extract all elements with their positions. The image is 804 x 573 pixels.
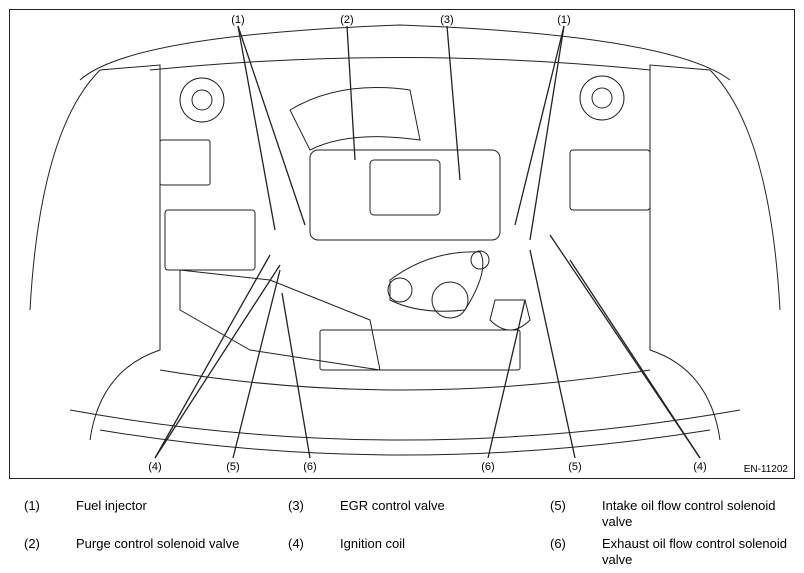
right-fender bbox=[649, 64, 781, 441]
callout-bottom-5: (5) bbox=[568, 461, 582, 473]
callout-top-4: (1) bbox=[557, 14, 571, 26]
left-fender bbox=[29, 64, 161, 441]
fuse-box bbox=[159, 139, 211, 186]
legend-label: Purge control solenoid valve bbox=[76, 536, 240, 551]
callout-top-3: (3) bbox=[440, 14, 454, 26]
legend-item: (5) Intake oil flow control solenoid val… bbox=[526, 498, 804, 530]
pulley-idler bbox=[470, 250, 490, 270]
drive-belt bbox=[389, 251, 484, 312]
engine-bay-drawing bbox=[29, 24, 781, 459]
left-strut-tower bbox=[179, 77, 225, 123]
callout-bottom-6: (4) bbox=[693, 461, 707, 473]
legend-number: (3) bbox=[288, 498, 304, 513]
callout-top-2: (2) bbox=[340, 14, 354, 26]
legend-label: Intake oil flow control solenoid valve bbox=[602, 498, 776, 529]
legend-item: (3) EGR control valve bbox=[264, 498, 530, 514]
legend-number: (5) bbox=[550, 498, 566, 513]
air-intake-snorkel bbox=[179, 269, 381, 371]
callout-bottom-3: (6) bbox=[303, 461, 317, 473]
alternator bbox=[431, 281, 469, 319]
callout-bottom-4: (6) bbox=[481, 461, 495, 473]
legend-number: (6) bbox=[550, 536, 566, 551]
legend-label: EGR control valve bbox=[340, 498, 445, 513]
right-strut-tower-inner bbox=[591, 87, 613, 109]
battery bbox=[569, 149, 651, 211]
callout-top-1: (1) bbox=[231, 14, 245, 26]
legend-label: Fuel injector bbox=[76, 498, 147, 513]
legend: (1) Fuel injector (2) Purge control sole… bbox=[0, 490, 804, 573]
legend-label: Ignition coil bbox=[340, 536, 406, 551]
legend-number: (1) bbox=[24, 498, 40, 513]
engine-cover bbox=[309, 149, 501, 241]
legend-label: Exhaust oil flow control solenoid valve bbox=[602, 536, 787, 567]
coolant-reservoir bbox=[489, 299, 531, 331]
figure-code: EN-11202 bbox=[743, 464, 788, 475]
hood-outline bbox=[79, 24, 731, 81]
left-strut-tower-inner bbox=[191, 89, 213, 111]
front-bumper-inner bbox=[99, 429, 711, 456]
front-bumper bbox=[69, 409, 741, 441]
callout-bottom-1: (4) bbox=[148, 461, 162, 473]
legend-number: (4) bbox=[288, 536, 304, 551]
pulley-crank bbox=[387, 277, 413, 303]
right-strut-tower bbox=[579, 75, 625, 121]
callout-bottom-2: (5) bbox=[226, 461, 240, 473]
radiator bbox=[319, 329, 521, 371]
legend-item: (6) Exhaust oil flow control solenoid va… bbox=[526, 536, 804, 568]
hood-edge bbox=[149, 57, 651, 71]
engine-diagram-frame: (1) (2) (3) (1) (4) (5) (6) (6) (5) (4) … bbox=[9, 9, 795, 479]
intake-manifold bbox=[369, 159, 441, 216]
radiator-support bbox=[159, 369, 651, 391]
intake-duct bbox=[289, 87, 421, 151]
legend-number: (2) bbox=[24, 536, 40, 551]
legend-item: (2) Purge control solenoid valve bbox=[0, 536, 266, 552]
leader-lines bbox=[154, 25, 701, 459]
legend-item: (4) Ignition coil bbox=[264, 536, 530, 552]
legend-item: (1) Fuel injector bbox=[0, 498, 266, 514]
air-cleaner bbox=[164, 209, 256, 271]
